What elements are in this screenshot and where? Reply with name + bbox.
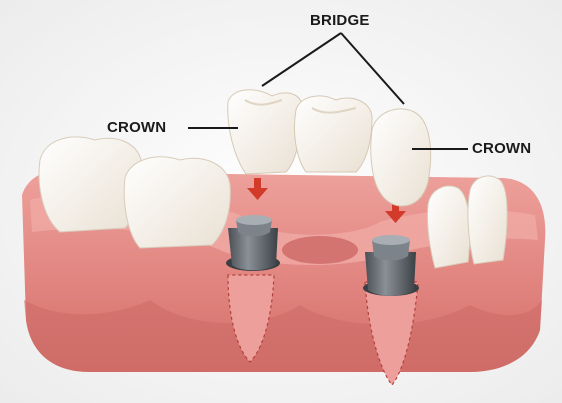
crown-right-label: CROWN <box>472 140 531 157</box>
molar-left-front <box>124 157 230 248</box>
bridge-label: BRIDGE <box>310 12 370 29</box>
tooth-right-2 <box>468 176 507 264</box>
crown-left-label: CROWN <box>107 119 166 136</box>
tooth-right-1 <box>427 186 469 268</box>
